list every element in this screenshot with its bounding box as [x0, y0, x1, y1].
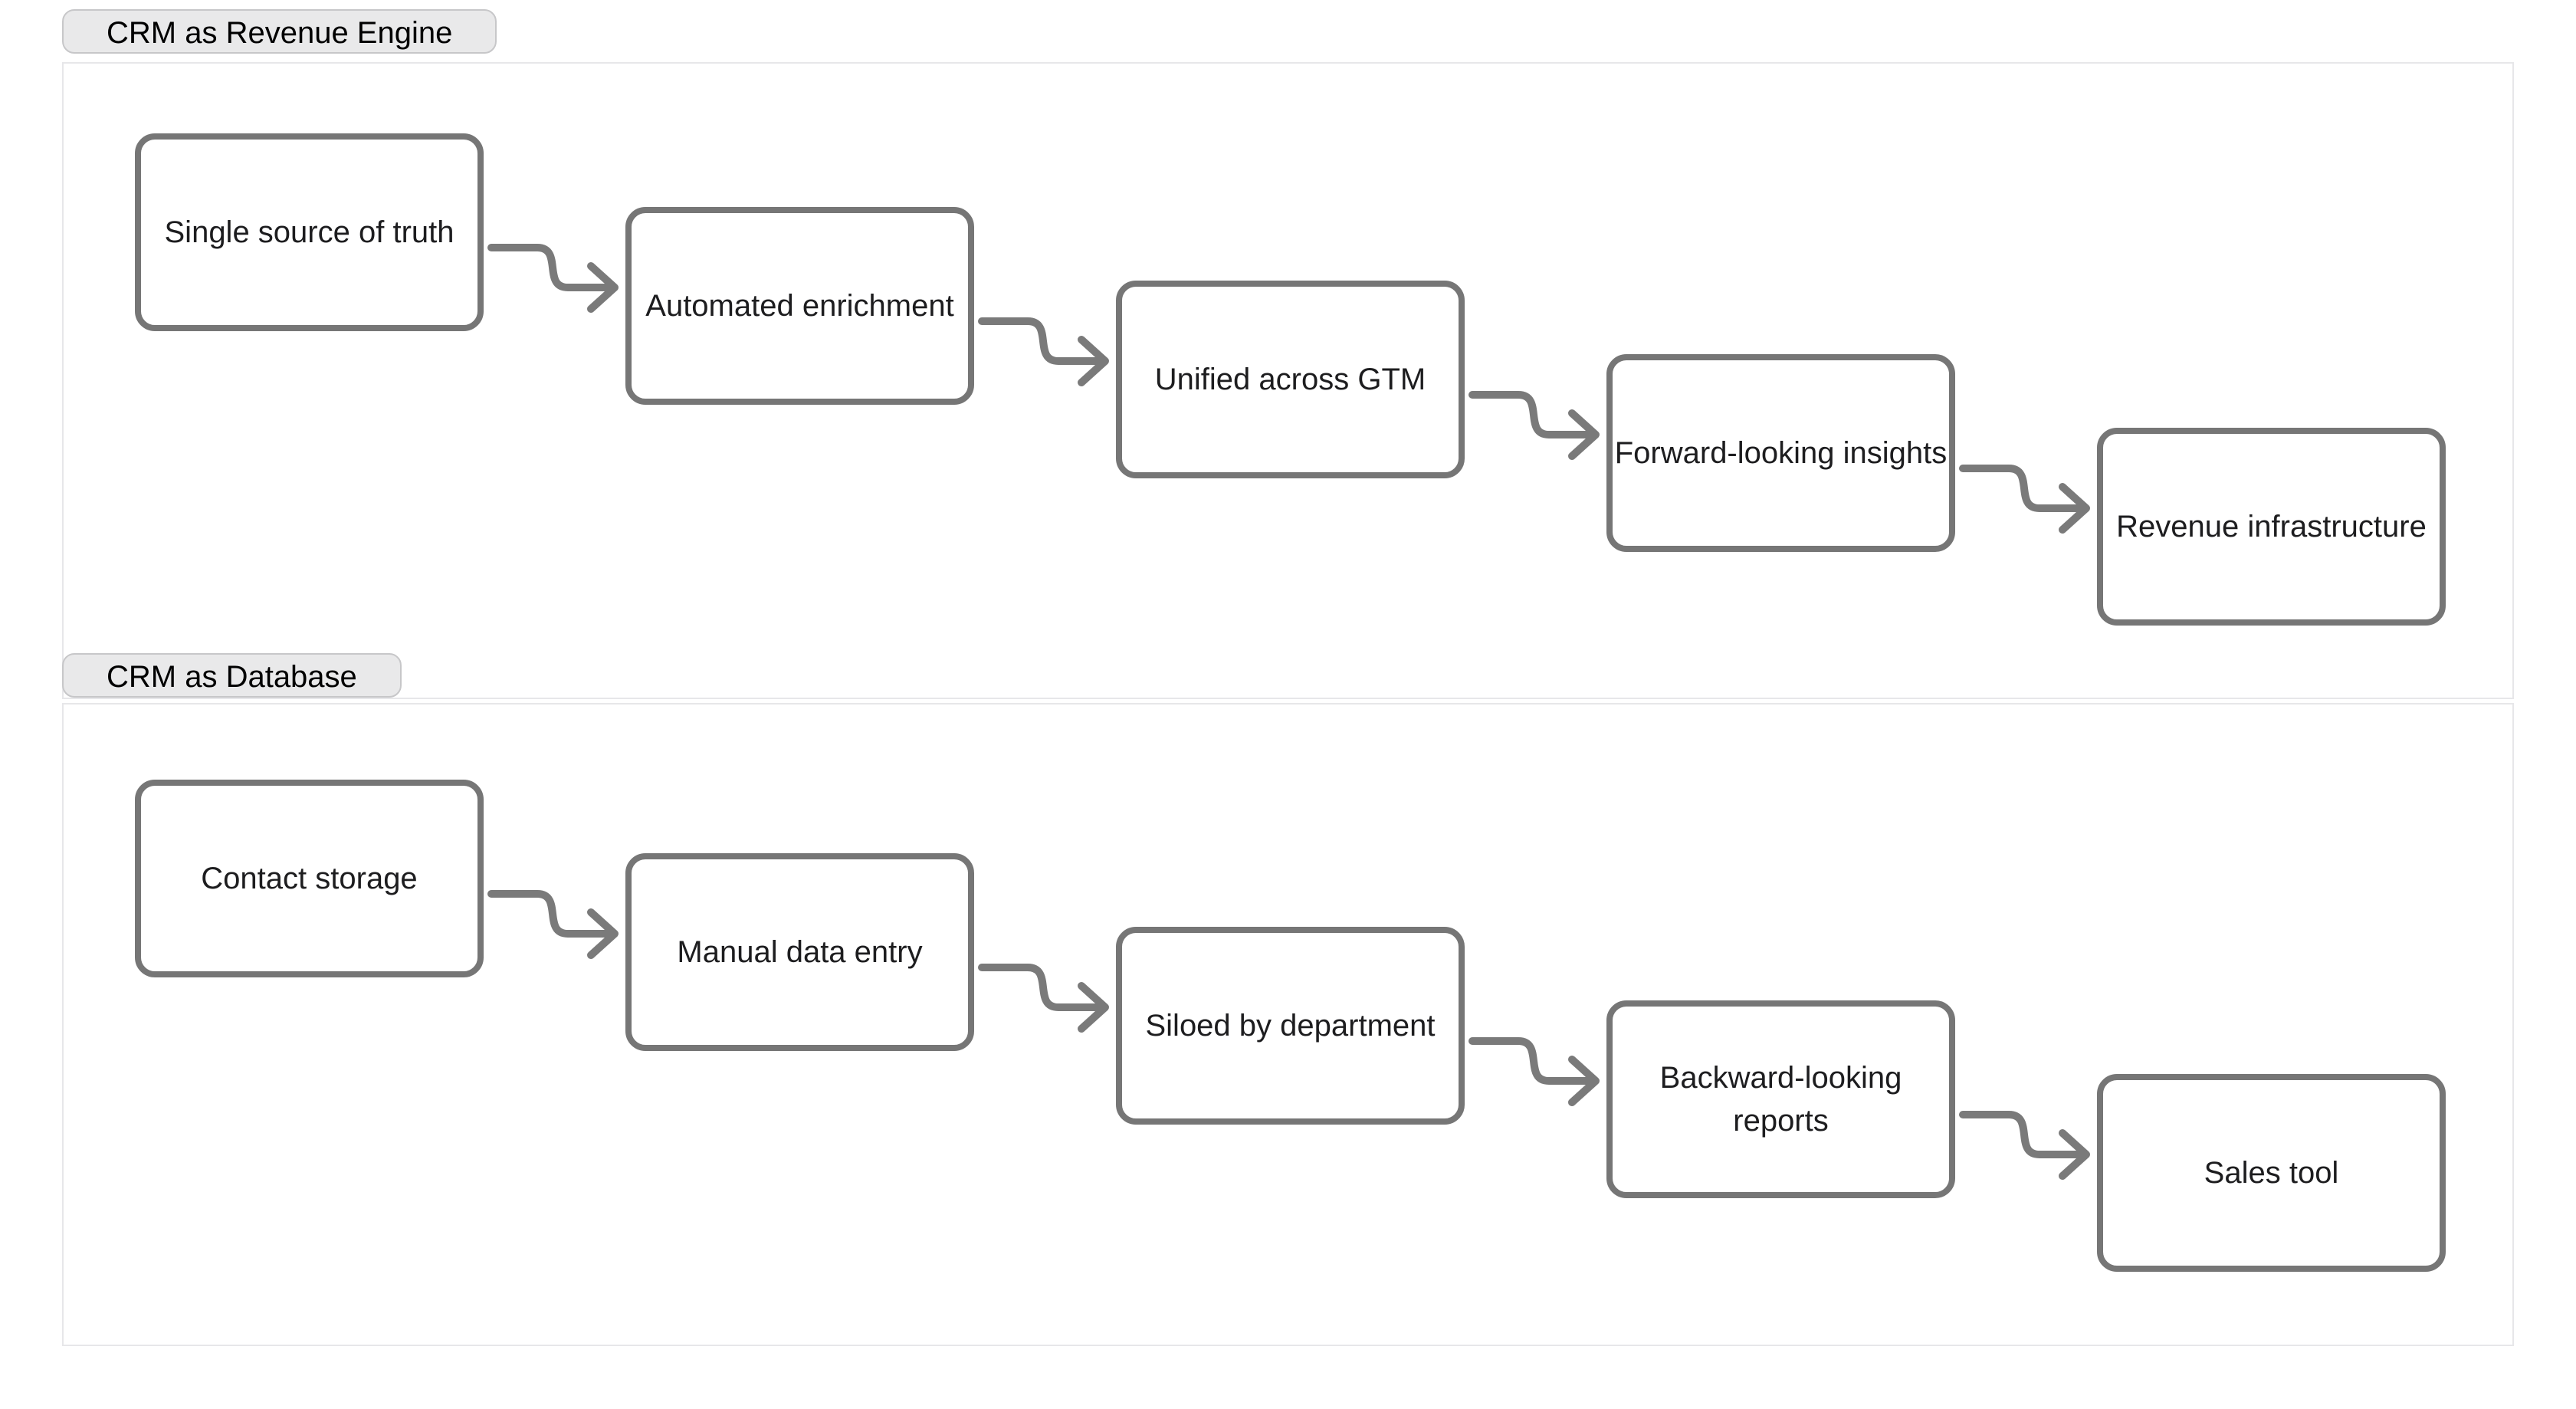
- edge-arrowhead: [1078, 336, 1109, 386]
- node-label: Revenue infrastructure: [2116, 510, 2427, 544]
- edge-arrowhead: [1568, 409, 1600, 460]
- edge: [1468, 391, 1595, 438]
- node-label: Contact storage: [201, 862, 418, 895]
- edge: [1468, 1037, 1595, 1085]
- node-unified-across-gtm[interactable]: Unified across GTM: [1116, 281, 1465, 478]
- edge-arrowhead: [1078, 982, 1109, 1033]
- edge-arrowhead: [2059, 483, 2090, 534]
- edge-arrowhead: [2059, 1129, 2090, 1180]
- section-label-crm-as-database: CRM as Database: [62, 653, 402, 698]
- node-backward-looking-reports[interactable]: Backward-looking reports: [1606, 1000, 1955, 1198]
- edge: [978, 964, 1104, 1011]
- edge: [487, 890, 614, 938]
- edge-arrowhead: [587, 262, 619, 313]
- node-forward-looking-insights[interactable]: Forward-looking insights: [1606, 354, 1955, 552]
- node-sales-tool[interactable]: Sales tool: [2097, 1074, 2446, 1272]
- node-label: Single source of truth: [164, 215, 454, 249]
- node-contact-storage[interactable]: Contact storage: [135, 780, 484, 977]
- node-label: Backward-looking reports: [1659, 1061, 1902, 1138]
- edge-arrowhead: [587, 908, 619, 959]
- edge: [978, 317, 1104, 365]
- node-label: Sales tool: [2204, 1156, 2339, 1190]
- node-label: Automated enrichment: [645, 289, 954, 323]
- node-automated-enrichment[interactable]: Automated enrichment: [625, 207, 974, 405]
- node-label: Forward-looking insights: [1614, 436, 1948, 470]
- node-label: Manual data entry: [677, 935, 923, 969]
- node-manual-data-entry[interactable]: Manual data entry: [625, 853, 974, 1051]
- node-single-source-of-truth[interactable]: Single source of truth: [135, 133, 484, 331]
- node-revenue-infrastructure[interactable]: Revenue infrastructure: [2097, 428, 2446, 626]
- edge: [1959, 1111, 2085, 1158]
- section-label-crm-as-revenue-engine: CRM as Revenue Engine: [62, 9, 497, 54]
- node-label: Unified across GTM: [1154, 363, 1426, 396]
- edge-arrowhead: [1568, 1056, 1600, 1106]
- edge: [487, 244, 614, 291]
- node-siloed-by-department[interactable]: Siloed by department: [1116, 927, 1465, 1125]
- edge: [1959, 465, 2085, 512]
- node-label: Siloed by department: [1145, 1009, 1436, 1043]
